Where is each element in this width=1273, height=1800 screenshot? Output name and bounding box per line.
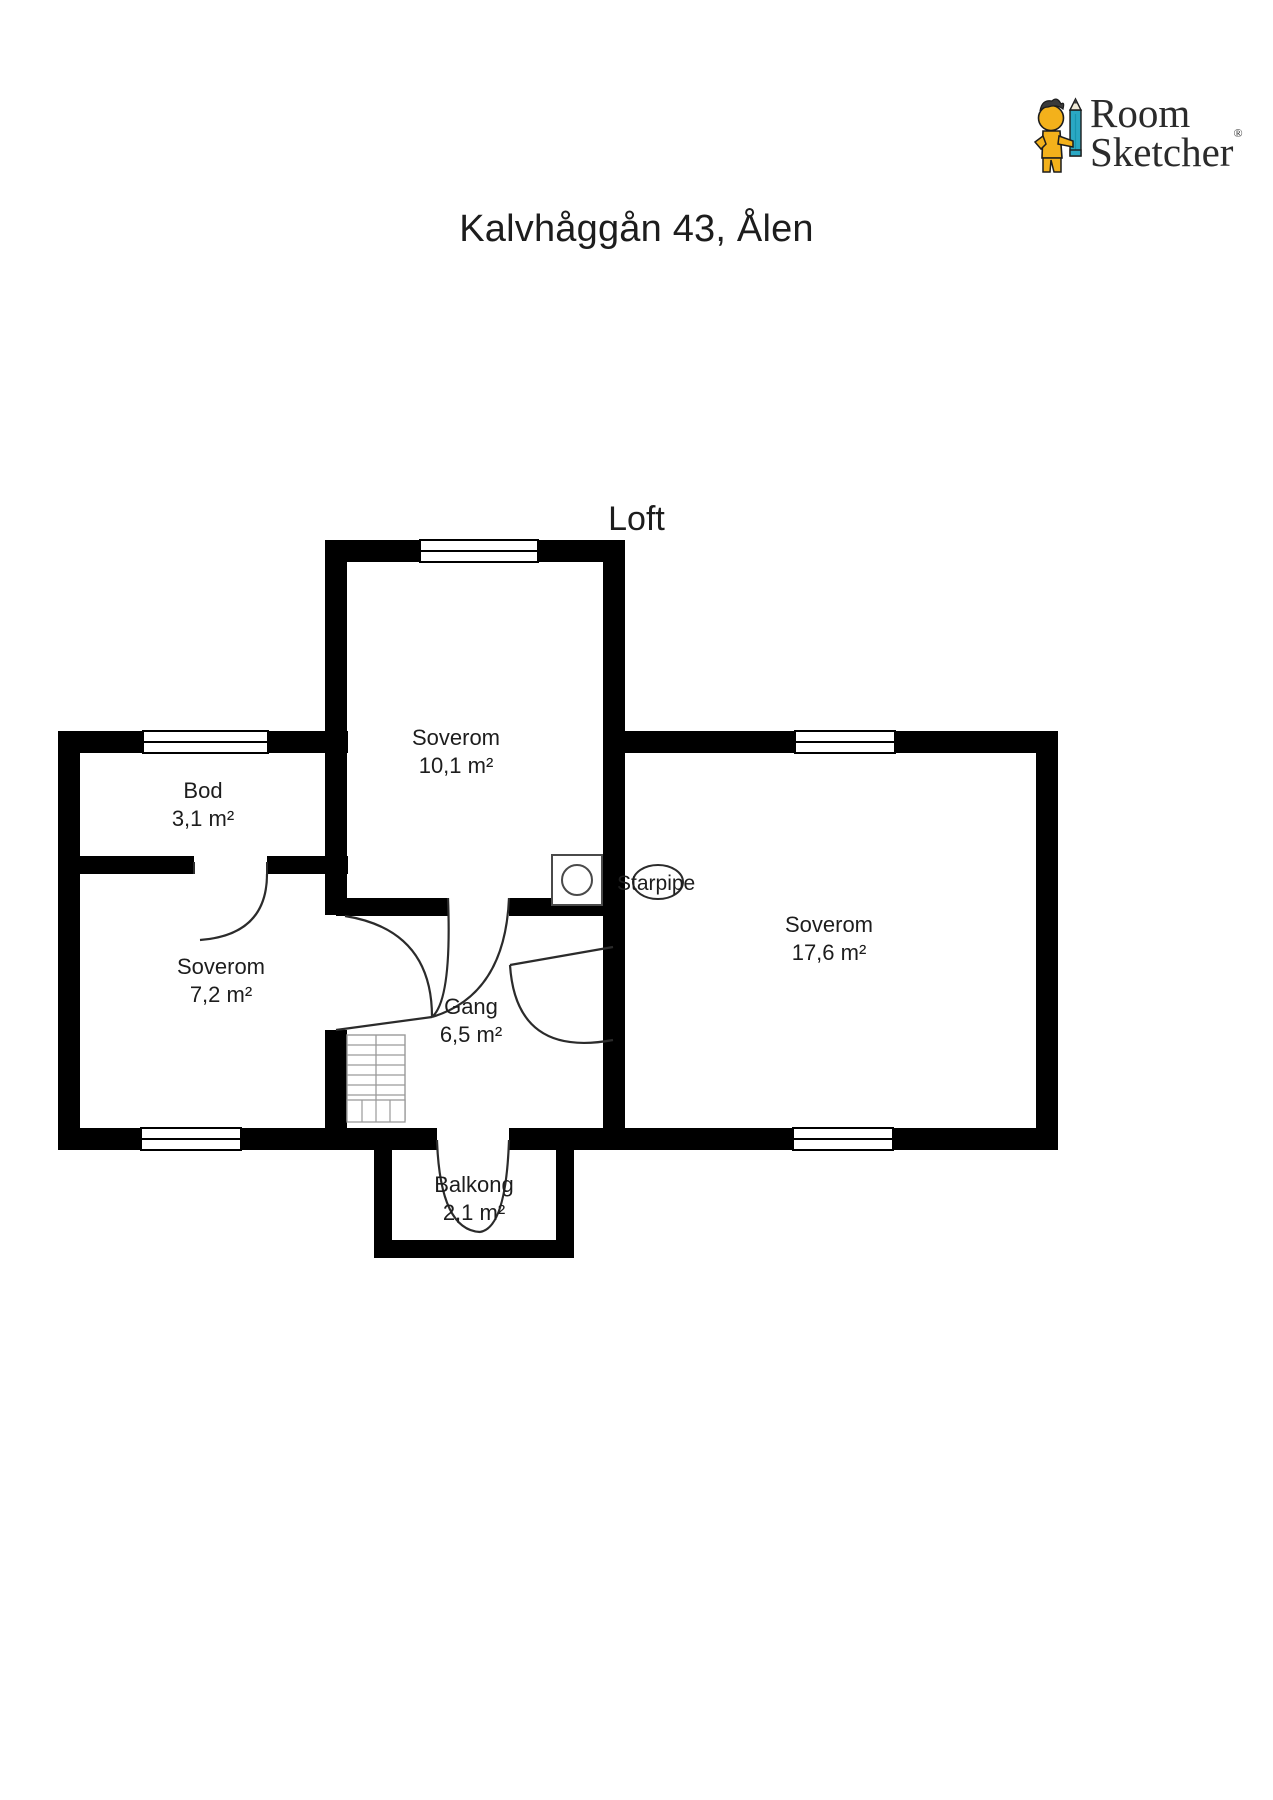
room-label-soverom-left-area: 7,2 m² (190, 982, 252, 1007)
room-labels: Bod 3,1 m² Soverom 10,1 m² Soverom 7,2 m… (172, 725, 873, 1225)
chimney-pipe-icon (551, 854, 684, 906)
roomsketcher-logo: Room Sketcher® (1030, 88, 1245, 178)
window-icon-right-lower (792, 1127, 894, 1151)
room-label-soverom-top-name: Soverom (412, 725, 500, 750)
wall-rightwing-right (1036, 731, 1058, 1150)
room-label-bod-area: 3,1 m² (172, 806, 234, 831)
fixture-label-stairpipe: Starpipe (617, 872, 695, 895)
wall-balkong-left (374, 1150, 392, 1258)
door-swing-icon-soverom-right (508, 945, 614, 1044)
room-label-bod-name: Bod (183, 778, 222, 803)
brand-line-2: Sketcher® (1090, 126, 1243, 175)
room-label-soverom-right-name: Soverom (785, 912, 873, 937)
room-label-soverom-left-name: Soverom (177, 954, 265, 979)
door-swing-icon-balkong (435, 1139, 511, 1234)
room-fills (60, 735, 1058, 1150)
wall-gang-bottom-left (325, 1128, 437, 1150)
room-label-balkong-area: 2,1 m² (443, 1200, 505, 1225)
window-icon-right-upper (794, 730, 896, 754)
wall-leftwing-left (58, 731, 80, 1150)
wall-bod-divider-a (58, 856, 194, 874)
room-label-soverom-right-area: 17,6 m² (792, 940, 867, 965)
brand-line-1: Room (1090, 89, 1191, 136)
room-label-balkong-name: Balkong (434, 1172, 514, 1197)
page-title: Kalvhåggån 43, Ålen (459, 208, 814, 250)
person-with-pencil-icon (1030, 92, 1086, 174)
wall-gang-bottom-right (509, 1128, 625, 1150)
room-label-soverom-top-area: 10,1 m² (419, 753, 494, 778)
windows-group (140, 539, 896, 1151)
floor-level-label: Loft (608, 500, 665, 538)
doors-group (193, 862, 614, 1234)
wall-topblock-right (603, 540, 625, 1140)
wall-gang-left (325, 1030, 347, 1150)
room-label-gang-name: Gang (444, 994, 498, 1019)
window-icon-top (419, 539, 539, 563)
window-icon-left-lower (140, 1127, 242, 1151)
wall-gang-right (603, 1030, 625, 1150)
wall-balkong-right (556, 1150, 574, 1258)
brand-wordmark: Room Sketcher® (1090, 89, 1243, 175)
door-swing-icon-soverom-top (431, 897, 511, 1019)
staircase-icon (346, 1034, 406, 1123)
room-label-gang-area: 6,5 m² (440, 1022, 502, 1047)
door-swing-icon-bod (193, 862, 269, 942)
wall-balkong-bottom (374, 1240, 574, 1258)
wall-bod-divider-b (267, 856, 348, 874)
door-swing-icon-soverom-left (335, 914, 434, 1032)
wall-topblock-left (325, 540, 347, 915)
wall-gang-upper-left (336, 898, 448, 916)
window-icon-bod (142, 730, 269, 754)
registered-mark: ® (1233, 126, 1243, 141)
